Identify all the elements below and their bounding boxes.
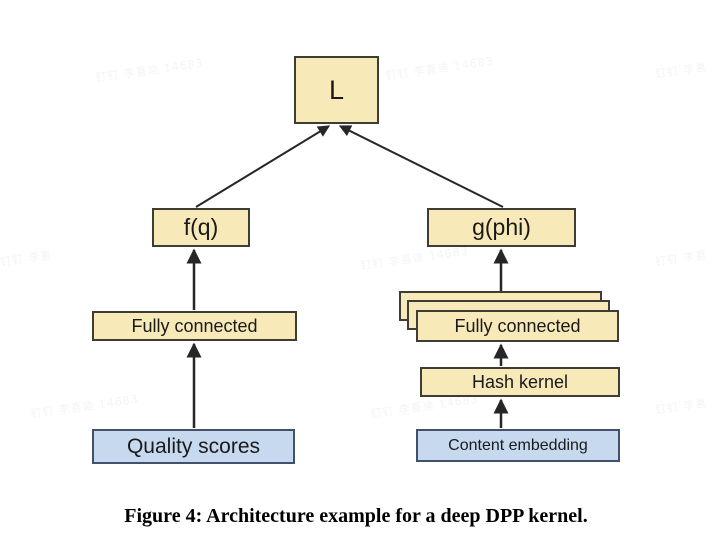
watermark: 钉钉 李喜 — [654, 60, 709, 81]
watermark: 钉钉 李喜 — [654, 248, 709, 269]
figure-caption: Figure 4: Architecture example for a dee… — [124, 505, 588, 527]
watermark: 钉钉 李喜迪 14683 — [29, 392, 140, 421]
watermark: 钉钉 李喜迪 14683 — [94, 56, 205, 85]
node-fully-connected-right: Fully connected — [416, 310, 619, 342]
node-quality-scores: Quality scores — [92, 429, 295, 464]
watermark: 钉钉 李喜 — [654, 396, 709, 417]
node-quality-function: f(q) — [152, 208, 250, 247]
node-fully-connected-left: Fully connected — [92, 311, 297, 341]
node-kernel-output: L — [294, 56, 379, 124]
node-hash-kernel: Hash kernel — [420, 367, 620, 397]
edge-fq-to-L — [195, 125, 331, 208]
edge-gphi-to-L — [338, 125, 504, 208]
watermark: 钉钉 李喜迪 14683 — [384, 54, 495, 83]
watermark: 钉钉 李喜迪 14683 — [359, 244, 470, 273]
node-content-embedding: Content embedding — [416, 429, 620, 462]
node-feature-function: g(phi) — [427, 208, 576, 247]
watermark: 钉钉 李喜 — [0, 248, 54, 269]
